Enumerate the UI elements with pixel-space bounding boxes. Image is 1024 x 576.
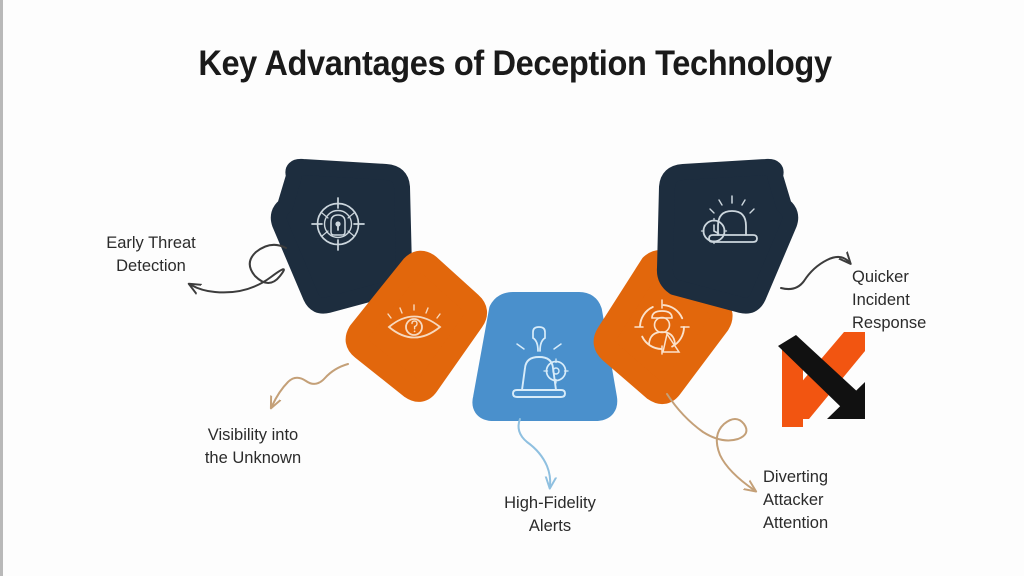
arrow-visibility: [272, 363, 349, 406]
label-high-fidelity-alerts: High-Fidelity Alerts: [504, 494, 596, 535]
label-early-threat-detection: Early Threat Detection: [106, 234, 196, 275]
arrow-early-threat: [191, 243, 287, 293]
arrows-layer: [3, 243, 1024, 576]
brand-x-logo[interactable]: [3, 0, 1024, 576]
logo-black-strokes: [778, 335, 865, 419]
eye-question-icon: [387, 304, 442, 339]
crosshair-bug-lock-icon: [311, 197, 365, 251]
label-visibility-into-the-unknown: Visibility into the Unknown: [204, 426, 302, 467]
alarm-bell-gear-icon: [512, 326, 569, 398]
arrow-diverting: [666, 393, 754, 490]
node-shapes-layer: [270, 158, 799, 421]
node-visibility[interactable]: [345, 250, 487, 402]
node-response[interactable]: [656, 158, 799, 314]
label-diverting-attacker-attention: Diverting Attacker Attention: [763, 468, 829, 532]
siren-clock-icon: [700, 195, 758, 245]
page-title: Key Advantages of Deception Technology: [198, 44, 832, 83]
hacker-target-icon: [634, 299, 690, 355]
arrow-alerts: [517, 418, 551, 486]
label-quicker-incident-response: Quicker Incident Response: [852, 268, 927, 332]
arrow-quicker: [780, 257, 849, 291]
node-alerts[interactable]: [472, 292, 618, 421]
